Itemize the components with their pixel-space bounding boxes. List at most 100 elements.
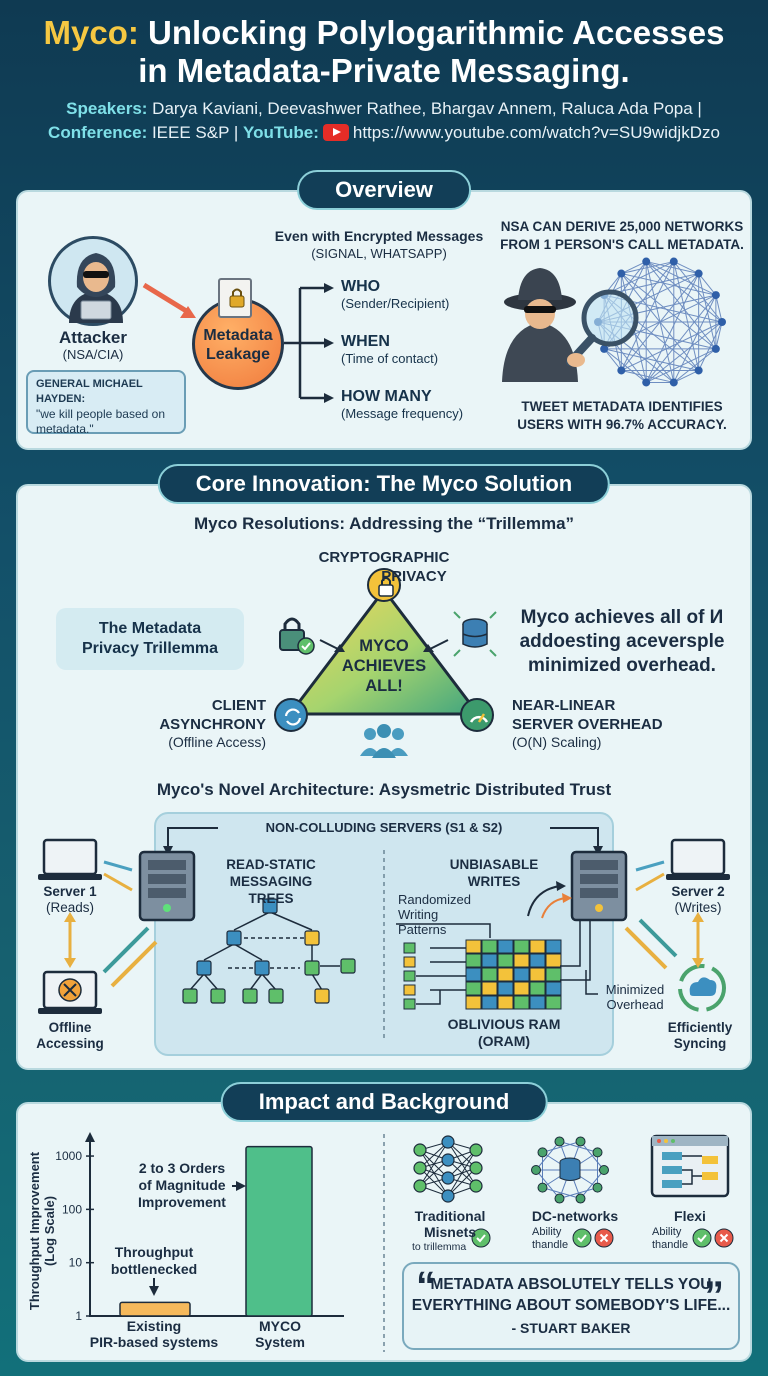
nn-node [469,1179,483,1193]
offline-line-1: Offline [48,1020,92,1035]
bg1-sub-1: Ability [532,1226,562,1238]
server1-label: Server 1(Reads) [28,884,112,916]
meta-info: Speakers: Darya Kaviani, Deevashwer Rath… [0,97,768,145]
oram-cell [481,967,498,982]
oram-cell [465,981,482,996]
non-colluding-label: NON-COLLUDING SERVERS (S1 & S2) [265,820,503,835]
youtube-icon [322,124,349,141]
dc-node [537,1147,548,1158]
tree-node [262,898,278,914]
network-node [642,257,651,266]
bg0-sub: to trillemma [412,1241,467,1253]
bg-item-flexi: Flexi [674,1208,706,1224]
bg1-sub-2: thandle [532,1239,569,1251]
oram-cell [497,939,514,954]
bg0-name-2: Misnets [423,1224,477,1240]
dc-node [575,1136,586,1147]
conference: IEEE S&P | [147,123,243,142]
oram-cell [513,939,530,954]
syncing-line-1: Efficiently [667,1020,733,1035]
network-node [600,344,609,353]
tree-node [254,960,270,976]
nn-node [413,1179,427,1193]
nn-node [441,1189,455,1203]
achieves-line-1: Myco achieves all of И [520,607,724,628]
oram-cell [529,953,546,968]
oram-cell [465,953,482,968]
encrypted-title: Even with Encrypted Messages [274,228,484,244]
oram-cell [545,995,562,1010]
tree-node [268,988,284,1004]
oram-cell [497,953,514,968]
client-line-2: ASYNCHRONY [159,716,266,733]
oram-cell [481,953,498,968]
crypto-line-2: PRIVACY [381,568,447,585]
network-node [718,318,726,326]
title-line-1: Unlocking Polylogarithmic Accesses [138,14,725,51]
oram-cell [545,953,562,968]
quote-author: - STUART BAKER [511,1320,631,1336]
tree-node [182,988,198,1004]
oram-line-1: OBLIVIOUS RAM [447,1016,561,1032]
oram-cell [513,953,530,968]
unbiasable-line-2: WRITES [467,874,521,889]
offline-line-2: Accessing [36,1036,104,1051]
leak-item-who: WHO (Sender/Recipient) [341,278,449,311]
oram-cell [465,939,482,954]
leak-item-label: WHEN [341,333,390,350]
quote-line-2: EVERYTHING ABOUT SOMEBODY'S LIFE... [411,1297,731,1314]
y-tick-label: 100 [62,1202,82,1216]
speakers: Darya Kaviani, Deevashwer Rathee, Bharga… [147,99,702,118]
input-block [403,998,416,1010]
bg2-sub-1: Ability [652,1226,682,1238]
gauge-icon [460,698,494,732]
leak-item-when: WHEN (Time of contact) [341,333,438,366]
read-static-line-2: MESSAGING TREES [229,874,313,906]
client-sub: (Offline Access) [168,734,266,750]
nn-node [469,1161,483,1175]
speakers-label: Speakers: [66,99,148,118]
randomized-line-2: Writing [398,907,439,922]
randomized-line-1: Randomized [398,892,471,907]
nn-node [413,1143,427,1157]
dc-node [592,1147,603,1158]
oram-label: OBLIVIOUS RAM(ORAM) [434,1016,574,1050]
youtube-label: YouTube: [243,123,319,142]
bar-1 [245,1145,313,1317]
youtube-link[interactable]: https://www.youtube.com/watch?v=SU9widjk… [352,123,720,142]
trillemma-line-1: The Metadata [98,620,202,637]
nn-node [441,1135,455,1149]
document-icon [218,278,252,318]
orders-line-1: 2 to 3 Orders [138,1160,226,1176]
conference-label: Conference: [48,123,148,142]
input-block [403,970,416,982]
oram-line-2: (ORAM) [477,1033,531,1049]
minimized-line-2: Overhead [606,997,664,1012]
leak-item-sub: (Time of contact) [341,351,439,366]
server-overhead-sub: (O(N) Scaling) [512,734,602,750]
client-line-1: CLIENT [211,697,266,714]
quote-body: METADATA ABSOLUTELY TELLS YOU EVERYTHING … [404,1274,738,1316]
quote-line-1: METADATA ABSOLUTELY TELLS YOU [430,1276,712,1293]
leak-item-sub: (Message frequency) [341,406,464,421]
page-title: Myco: Unlocking Polylogarithmic Accesses… [0,14,768,90]
quote-name: GENERAL MICHAEL HAYDEN: [36,378,143,405]
nn-node [469,1143,483,1157]
nn-node [441,1171,455,1185]
tree-node [226,930,242,946]
